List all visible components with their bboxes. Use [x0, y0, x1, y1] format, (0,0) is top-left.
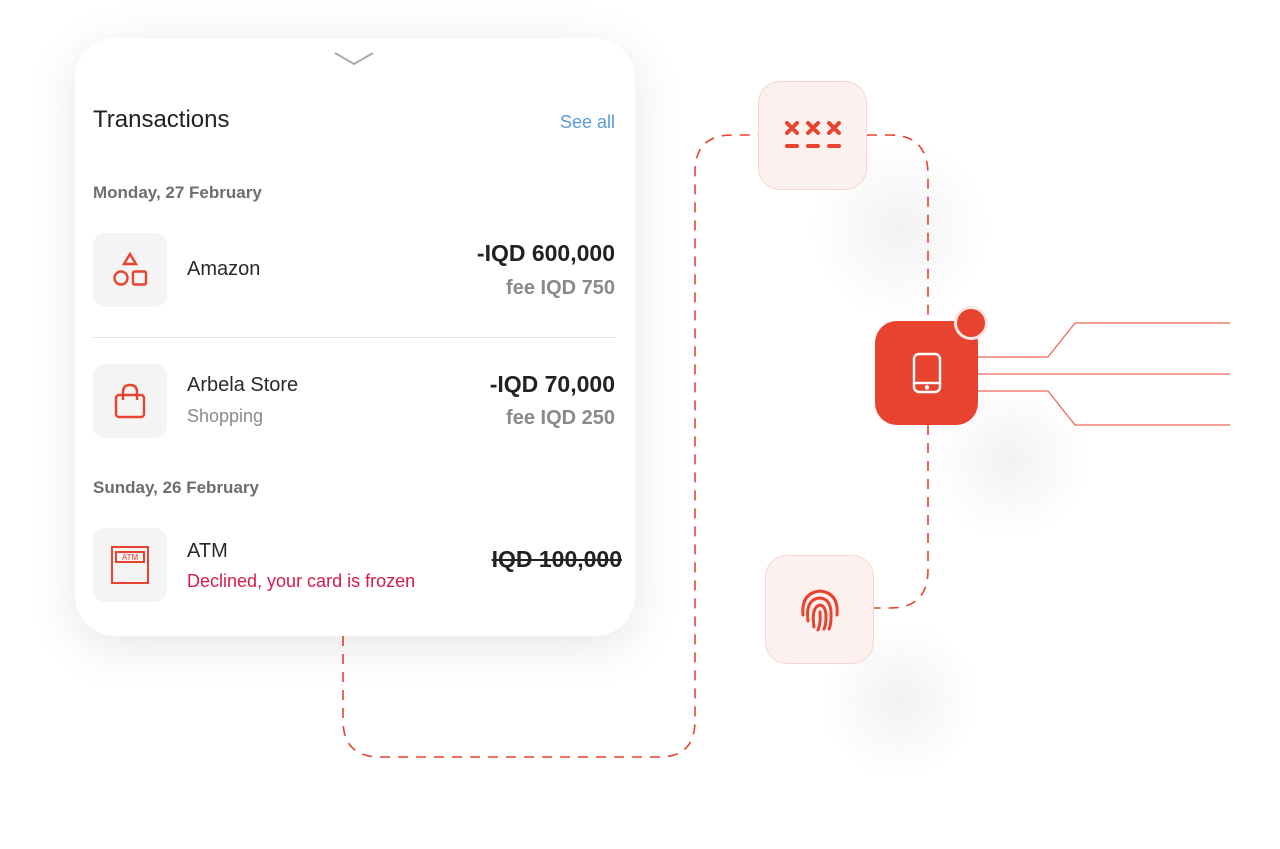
fingerprint-icon — [765, 555, 874, 664]
page-title: Transactions — [93, 106, 230, 133]
transaction-name: ATM — [187, 540, 228, 562]
transaction-name: Arbela Store — [187, 374, 299, 396]
transaction-fee: fee IQD 250 — [506, 407, 615, 429]
transaction-name: Amazon — [187, 258, 261, 280]
transaction-amount: -IQD 70,000 — [489, 371, 615, 397]
notification-dot — [954, 306, 988, 340]
svg-text:ATM: ATM — [122, 553, 139, 562]
transaction-amount-declined: IQD 100,000 — [491, 546, 622, 572]
declined-status: Declined, your card is frozen — [187, 571, 416, 591]
transaction-amount: -IQD 600,000 — [476, 240, 615, 266]
transaction-category: Shopping — [187, 406, 264, 426]
atm-icon: ATM — [93, 528, 167, 602]
date-header: Sunday, 26 February — [93, 478, 259, 497]
pin-masked-icon — [758, 81, 867, 190]
divider — [93, 337, 615, 338]
phone-icon — [875, 321, 978, 425]
shapes-icon — [93, 233, 167, 307]
date-header: Monday, 27 February — [93, 183, 262, 202]
see-all-link[interactable]: See all — [559, 112, 615, 132]
transaction-fee: fee IQD 750 — [506, 277, 615, 299]
shopping-bag-icon — [93, 364, 167, 438]
chevron-down-icon[interactable] — [333, 50, 375, 66]
